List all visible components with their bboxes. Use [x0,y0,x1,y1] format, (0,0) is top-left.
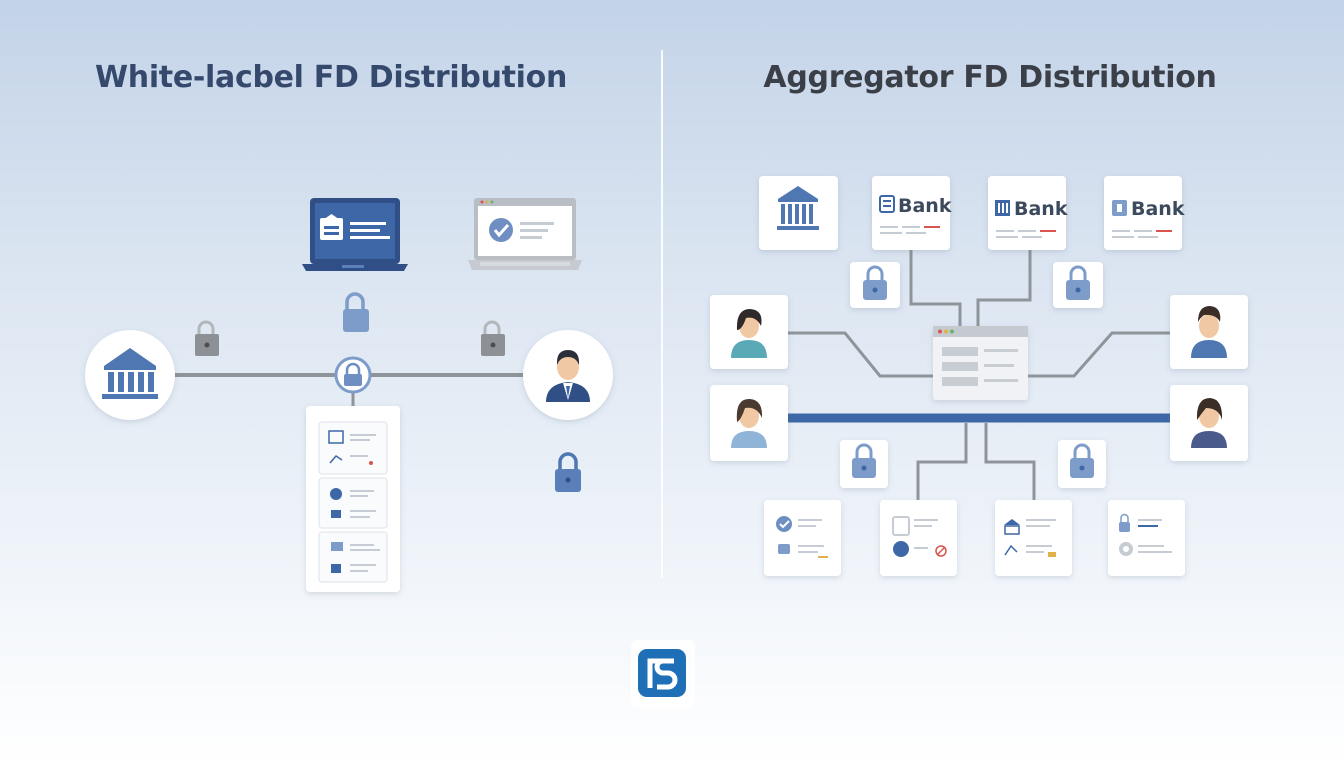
dashboard-card [764,500,841,576]
laptop-icon [302,198,408,271]
lock-card [1053,262,1103,308]
bank-card-2 [988,176,1066,250]
dashboard-card [995,500,1072,576]
lock-icon [555,452,581,492]
user-card [710,385,788,461]
bank-card-label: Bank [898,195,952,217]
lock-icon [195,320,219,356]
left-bank-node [85,330,175,420]
right-panel-title: Aggregator FD Distribution [763,60,1217,95]
lock-icon [343,292,369,332]
bank-card-label: Bank [1014,198,1068,220]
network-lines [788,250,1170,500]
bank-card-3 [1104,176,1182,250]
bank-card-1 [872,176,950,250]
bank-card-label: Bank [1131,198,1185,220]
bank-icon [777,186,819,230]
aggregator-platform-icon [933,326,1028,400]
lock-card [850,262,900,308]
user-card [710,295,788,369]
browser-check-icon [468,198,582,270]
lock-card [1058,440,1106,488]
user-card [1170,295,1248,369]
right-bank-card [759,176,838,250]
document-list-panel [306,406,400,592]
lock-icon [481,320,505,356]
hub-lock-node [334,356,372,394]
user-card [1170,385,1248,461]
lock-card [840,440,888,488]
advisor-avatar-icon [546,350,590,402]
user-avatar-icon [731,309,767,358]
bank-icon [102,348,158,399]
left-panel-title: White-lacbel FD Distribution [94,60,568,95]
dashboard-card [1108,500,1185,576]
logo-icon [631,640,695,708]
user-avatar-icon [1191,398,1227,448]
user-avatar-icon [731,398,767,448]
dashboard-card [880,500,957,576]
user-avatar-icon [1191,306,1227,358]
advisor-node [523,330,613,420]
